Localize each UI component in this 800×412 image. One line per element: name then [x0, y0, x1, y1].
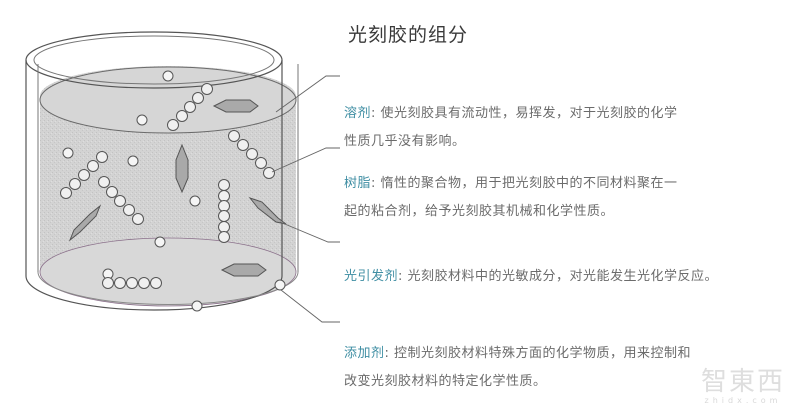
- resin-chains: [60, 83, 275, 289]
- beaker: [25, 31, 299, 311]
- component-description-cont: 改变光刻胶材料的特定化学性质。: [344, 374, 547, 389]
- component-label: 溶剂: [344, 106, 372, 121]
- component-description: 惰性的聚合物，用于把光刻胶中的不同材料聚在一: [380, 176, 678, 191]
- label-separator: :: [371, 106, 381, 121]
- photoinitiator-molecules: [68, 99, 287, 277]
- component-description-cont: 起的粘合剂，给予光刻胶其机械和化学性质。: [344, 204, 615, 219]
- component-label: 树脂: [344, 176, 372, 191]
- component-solvent: 溶剂: 使光刻胶具有流动性，易挥发，对于光刻胶的化学 性质几乎没有影响。: [344, 100, 678, 156]
- component-description: 光刻胶材料中的光敏成分，对光能发生光化学反应。: [407, 269, 719, 284]
- component-label: 光引发剂: [344, 269, 399, 284]
- label-separator: :: [398, 269, 408, 284]
- component-description: 使光刻胶具有流动性，易挥发，对于光刻胶的化学: [380, 106, 678, 121]
- watermark: 智東西 zhidx.com: [693, 368, 793, 405]
- watermark-logo: 智東西: [700, 367, 785, 397]
- component-label: 添加剂: [344, 346, 385, 361]
- watermark-url: zhidx.com: [704, 396, 782, 405]
- component-additive: 添加剂: 控制光刻胶材料特殊方面的化学物质，用来控制和 改变光刻胶材料的特定化学…: [344, 340, 691, 396]
- solvent-particles: [62, 70, 286, 312]
- label-separator: :: [384, 346, 395, 361]
- leader-lines: [271, 75, 340, 323]
- component-photoinitiator: 光引发剂: 光刻胶材料中的光敏成分，对光能发生光化学反应。: [344, 263, 718, 291]
- component-description: 控制光刻胶材料特殊方面的化学物质，用来控制和: [394, 346, 692, 361]
- component-resin: 树脂: 惰性的聚合物，用于把光刻胶中的不同材料聚在一 起的粘合剂，给予光刻胶其机…: [344, 170, 678, 226]
- component-description-cont: 性质几乎没有影响。: [344, 134, 466, 149]
- label-separator: :: [371, 176, 381, 191]
- page-title: 光刻胶的组分: [348, 24, 469, 46]
